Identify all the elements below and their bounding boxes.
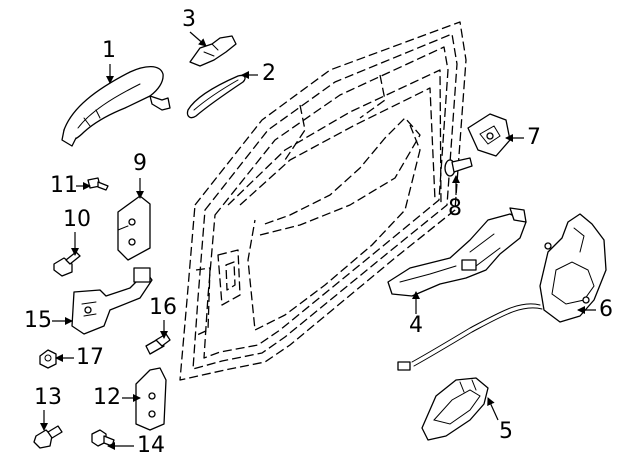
hinge-part: [135, 367, 167, 431]
bracket-part: [117, 195, 151, 261]
striker-part: [467, 113, 511, 157]
latch-mechanism-part: [387, 207, 527, 297]
door-latch-part: [539, 213, 607, 323]
callout-17: 17: [76, 345, 104, 370]
callout-8: 8: [448, 196, 462, 221]
callout-4: 4: [409, 313, 423, 338]
callout-11: 11: [50, 173, 78, 198]
door-check-part: [71, 267, 153, 335]
handle-cap-part: [189, 35, 237, 67]
outside-handle-part: [61, 65, 171, 147]
callout-10: 10: [63, 207, 91, 232]
callout-12: 12: [93, 385, 121, 410]
callout-5: 5: [499, 419, 513, 444]
small-bolt-part: [87, 177, 109, 191]
callout-15: 15: [24, 308, 52, 333]
callout-3: 3: [182, 7, 196, 32]
leader-lines: [40, 31, 596, 450]
callout-1: 1: [102, 38, 116, 63]
callout-7: 7: [527, 125, 541, 150]
bolt-16-part: [145, 333, 171, 355]
callout-6: 6: [599, 297, 613, 322]
handle-cover-part: [186, 74, 246, 119]
bolt-13-part: [33, 425, 63, 449]
bolt-14-part: [91, 429, 115, 447]
nut-part: [39, 349, 57, 369]
callout-13: 13: [34, 385, 62, 410]
callout-14: 14: [137, 433, 165, 458]
callout-2: 2: [262, 61, 276, 86]
door-frame: [179, 21, 467, 381]
callout-9: 9: [133, 151, 147, 176]
cable-part: [397, 303, 543, 371]
bolt-10-part: [53, 251, 81, 277]
callout-16: 16: [149, 295, 177, 320]
bolt-part: [444, 157, 473, 177]
inside-handle-part: [421, 377, 489, 441]
